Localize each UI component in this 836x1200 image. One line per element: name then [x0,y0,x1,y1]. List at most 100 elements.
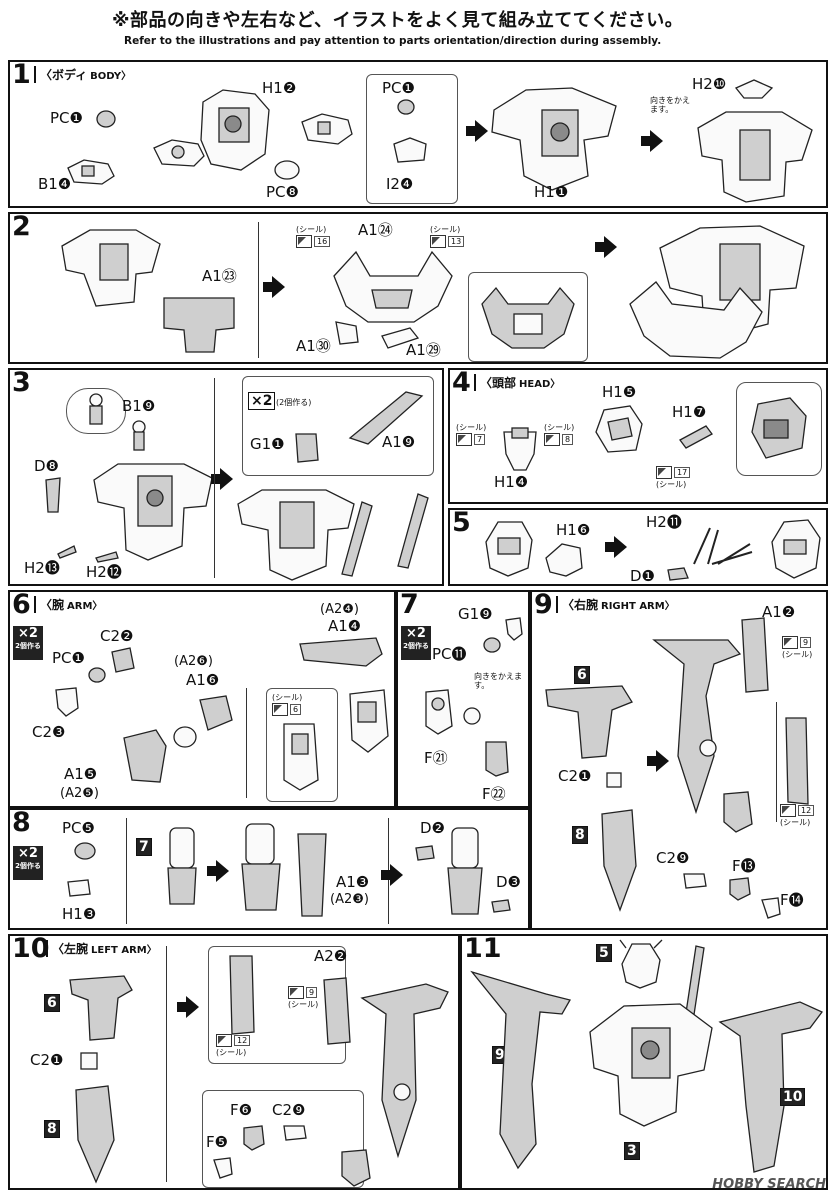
hand-part [425,689,453,735]
part-label: H1❷ [262,79,297,97]
neck-joint-part [132,420,146,451]
decal-ref: 12(シール) [780,804,815,828]
decal-ref: (シール)13 [430,224,465,248]
arm-connector-part [153,139,205,167]
step-8-number: 8 [12,808,31,838]
armor-tab-part [335,321,359,345]
hand-assembly [341,1149,371,1187]
header-title-jp: ※部品の向きや左右など、イラストをよく見て組み立ててください。 [112,10,684,31]
head-assembly [485,521,533,577]
step-5-panel: 5 H1❻ H2⓫ D❶ [448,508,828,586]
pc-joint-part [397,99,415,115]
part-label: G1❶ [250,435,285,453]
skirt-detail-part [481,286,575,349]
x2-badge: ×2 [248,392,276,410]
part-label: A1❹ [328,617,362,635]
hand-joint-part [463,707,481,725]
part-label: A1㉚ [296,337,331,355]
step-9-number: 9 [534,590,553,620]
part-label: D❽ [34,457,59,475]
step-arrow [641,130,663,152]
part-label: (A2❸) [330,892,369,907]
step-arrow [381,864,403,886]
pc-joint-part [96,110,116,128]
collar-part [734,79,774,99]
make-two-note: (2個作る) [276,398,312,407]
sub-step-ref: 8 [44,1120,60,1138]
part-label: C2❶ [558,767,592,785]
shoulder-armor-part [323,977,351,1045]
sub-step-ref: 3 [624,1142,640,1160]
watermark: HOBBY SEARCH [712,1177,826,1192]
rotate-note: 向きをかえます。 [474,672,522,690]
left-arm-assembly [718,1001,824,1173]
step-arrow [466,120,488,142]
part-label: B1❹ [38,175,72,193]
head-core-part [503,427,537,471]
step-3-panel: 3 B1❾ D❽ H2⓭ H2⓬ ×2 (2個作る) G1❶ A1❾ [8,368,444,586]
wrist-joint-part [505,617,523,641]
v-fin-antenna-part [693,527,753,565]
part-label: (A2❻) [174,654,213,669]
part-label: PC❶ [50,109,83,127]
torso-assembly-rear [237,489,355,581]
part-label: H1❹ [494,473,529,491]
part-label: G1❾ [458,605,493,623]
back-plate-part [163,297,235,353]
sub-step-ref: 8 [572,826,588,844]
pc-joint-part [74,842,96,860]
part-label: C2❶ [30,1051,64,1069]
decal-ref: 17(シール) [656,466,691,490]
part-label: F㉒ [482,785,506,803]
cockpit-hatch-part [45,477,61,513]
binder-part [348,391,424,445]
part-label: D❸ [496,873,521,891]
part-label: H2⓫ [646,513,682,531]
divider [776,702,777,822]
shield-armor-part [299,637,383,667]
head-detail-part [751,397,807,459]
sub-step-ref: 6 [44,994,60,1012]
vent-part [95,551,119,563]
rotate-note: 向きをかえます。 [650,96,690,114]
part-label: PC❺ [62,819,95,837]
step-arrow [647,750,669,772]
forearm-armor-part [785,717,809,805]
step-11-number: 11 [464,934,502,964]
right-arm-assembly [652,639,742,815]
hand-part [213,1157,233,1179]
upper-arm-part [167,827,197,905]
body-with-skirt-assembly [629,225,805,359]
hand-assembly [723,791,753,833]
forearm-armor-part [229,955,255,1035]
page-header: ※部品の向きや左右など、イラストをよく見て組み立ててください。 Refer to… [0,0,836,56]
part-label: A2❷ [314,947,348,965]
part-label: H1❶ [534,183,569,201]
part-label: (A2❹) [320,602,359,617]
part-label: H2❿ [692,75,727,93]
sub-step-ref: 6 [574,666,590,684]
pc-joint-part [483,637,501,653]
part-label: A1❸ [336,873,370,891]
body-subassembly-rear [697,111,813,203]
step-5-number: 5 [452,508,471,538]
left-arm-assembly [360,983,449,1159]
detail-part [415,845,435,861]
part-label: PC⓫ [432,645,467,663]
arm-assembly [447,827,483,915]
part-label: D❶ [630,567,655,585]
shoulder-shield-part [545,685,633,759]
torso-assembly [589,1003,713,1127]
step-arrow [207,860,229,882]
header-title-en: Refer to the illustrations and pay atten… [124,35,662,47]
part-label: A1㉔ [358,221,393,239]
upper-arm-assembly [241,823,281,911]
part-label: A1❻ [186,671,220,689]
step-arrow [263,276,285,298]
